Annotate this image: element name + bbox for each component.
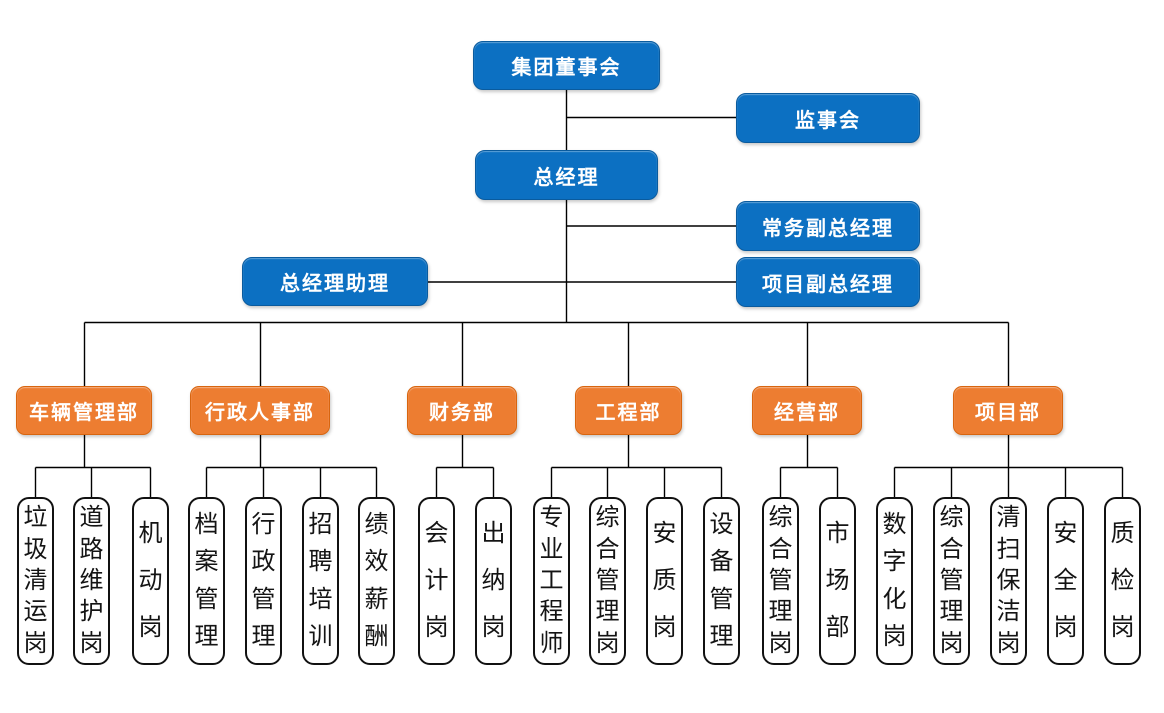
post-node: 综合管理岗	[589, 497, 626, 665]
dept-engineering: 工程部	[575, 386, 682, 435]
node-board-of-directors: 集团董事会	[473, 41, 660, 90]
post-node: 安全岗	[1047, 497, 1084, 665]
post-node: 综合管理岗	[933, 497, 970, 665]
post-node: 综合管理岗	[762, 497, 799, 665]
node-gm-assistant: 总经理助理	[242, 257, 428, 306]
dept-operations: 经营部	[752, 386, 862, 435]
post-node: 质检岗	[1104, 497, 1141, 665]
post-node: 设备管理	[703, 497, 740, 665]
node-executive-deputy-gm: 常务副总经理	[736, 201, 920, 251]
post-node: 绩效薪酬	[358, 497, 395, 665]
post-node: 专业工程师	[533, 497, 570, 665]
post-node: 安质岗	[646, 497, 683, 665]
post-node: 机动岗	[132, 497, 169, 665]
post-node: 行政管理	[245, 497, 282, 665]
post-node: 清扫保洁岗	[990, 497, 1027, 665]
post-node: 档案管理	[188, 497, 225, 665]
dept-vehicle-management: 车辆管理部	[16, 386, 152, 435]
post-node: 市场部	[819, 497, 856, 665]
post-node: 道路维护岗	[73, 497, 110, 665]
post-node: 招聘培训	[302, 497, 339, 665]
post-node: 出纳岗	[475, 497, 512, 665]
post-node: 垃圾清运岗	[17, 497, 54, 665]
node-supervisory-board: 监事会	[736, 93, 920, 143]
node-general-manager: 总经理	[475, 150, 658, 200]
post-node: 会计岗	[418, 497, 455, 665]
post-node: 数字化岗	[876, 497, 913, 665]
node-project-deputy-gm: 项目副总经理	[736, 257, 920, 307]
dept-project: 项目部	[953, 386, 1063, 435]
dept-admin-hr: 行政人事部	[190, 386, 330, 435]
dept-finance: 财务部	[407, 386, 517, 435]
